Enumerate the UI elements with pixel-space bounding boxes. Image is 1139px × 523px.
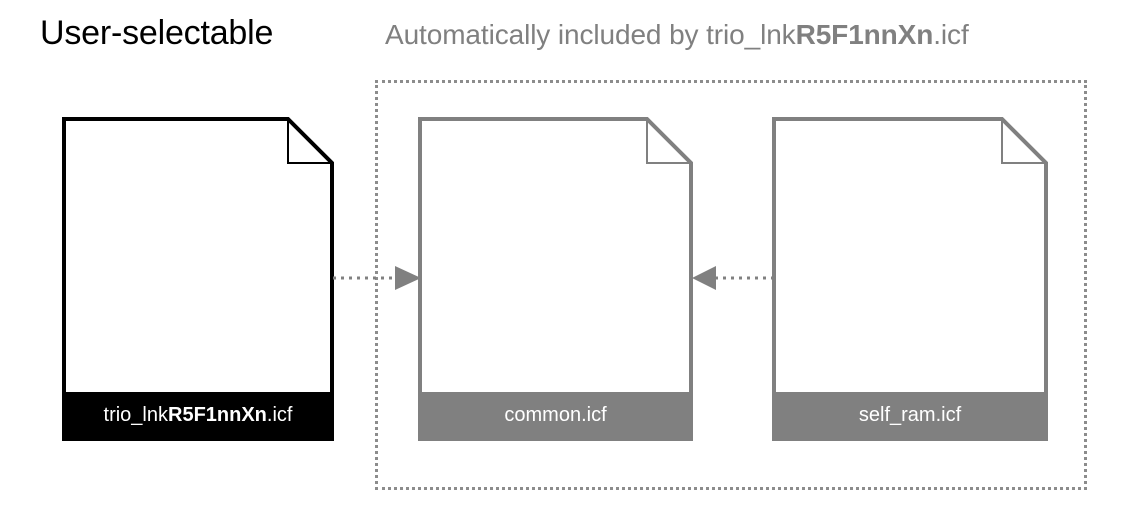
document-card-common[interactable]: common.icf — [418, 117, 693, 441]
heading-auto-bold: R5F1nnXn — [795, 19, 934, 50]
document-card-trio-lnk[interactable]: trio_lnkR5F1nnXn.icf — [62, 117, 334, 441]
connector-arrow-self-ram-to-common — [692, 263, 774, 293]
document-card-self-ram[interactable]: self_ram.icf — [772, 117, 1048, 441]
document-page-icon-common — [418, 117, 693, 441]
heading-user-selectable: User-selectable — [40, 16, 273, 50]
heading-auto-prefix: Automatically included by trio_lnk — [385, 19, 796, 50]
heading-user-selectable-text: User-selectable — [40, 14, 274, 52]
automatically-included-group-box — [375, 80, 1087, 490]
connector-arrow-trio-to-common — [333, 263, 421, 293]
heading-automatically-included: Automatically included by trio_lnkR5F1nn… — [385, 21, 969, 49]
document-page-icon-self-ram — [772, 117, 1048, 441]
document-page-icon-trio — [62, 117, 334, 441]
heading-auto-suffix: .icf — [933, 19, 969, 50]
